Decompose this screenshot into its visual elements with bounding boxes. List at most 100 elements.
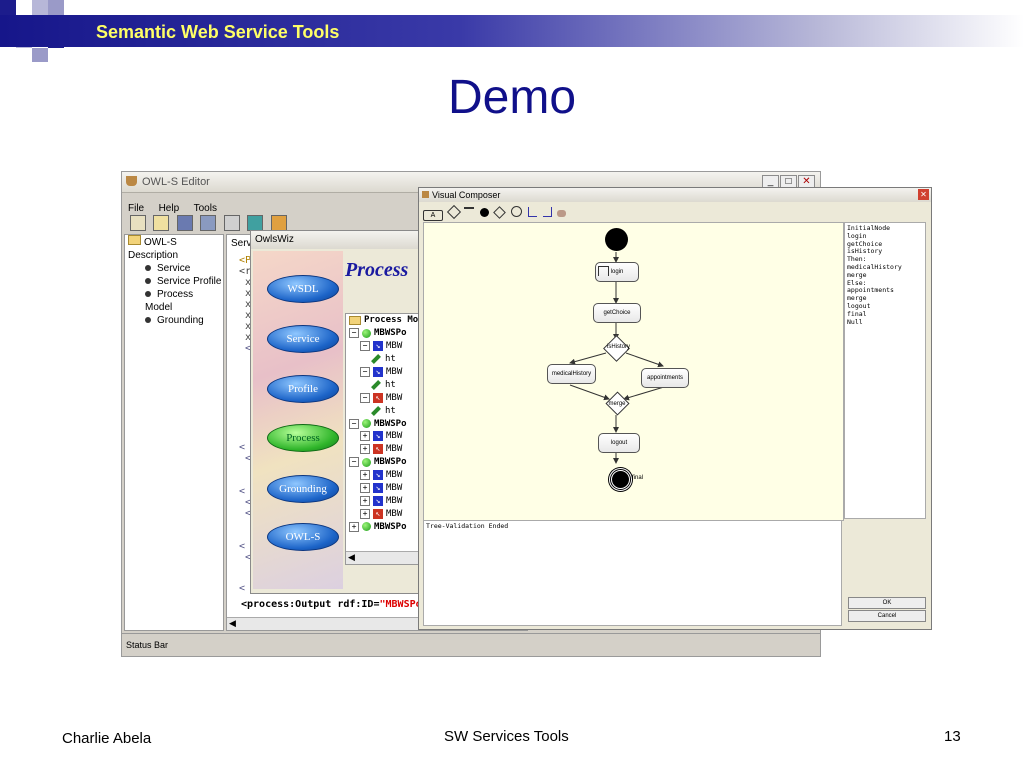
initial-node[interactable] bbox=[605, 228, 628, 251]
list-item[interactable]: Then: bbox=[847, 255, 867, 264]
input-arrow-icon: ↘ bbox=[373, 495, 383, 506]
collapse-icon[interactable]: − bbox=[349, 418, 359, 429]
footer-author: Charlie Abela bbox=[62, 730, 152, 747]
expand-icon[interactable]: − bbox=[360, 392, 370, 403]
save-as-icon[interactable] bbox=[200, 215, 217, 231]
tool-icon[interactable] bbox=[557, 210, 567, 217]
process-tree-row[interactable]: +MBWSPo bbox=[346, 520, 426, 533]
process-tree-row[interactable]: −MBWSPo bbox=[346, 417, 426, 430]
collapse-icon[interactable]: − bbox=[349, 328, 359, 339]
menu-file[interactable]: File bbox=[128, 203, 145, 214]
tree-item-process-model[interactable]: Process Model bbox=[145, 289, 194, 313]
expand-icon[interactable]: + bbox=[360, 431, 370, 442]
process-tree-scrollbar[interactable]: ◀ bbox=[346, 551, 426, 564]
cancel-button[interactable]: Cancel bbox=[848, 610, 926, 622]
step-grounding[interactable]: Grounding bbox=[267, 475, 339, 503]
scroll-left-arrow[interactable]: ◀ bbox=[348, 552, 355, 562]
expand-icon[interactable]: + bbox=[360, 470, 370, 481]
new-icon[interactable] bbox=[130, 215, 146, 231]
list-item[interactable]: login bbox=[847, 231, 867, 240]
list-item[interactable]: getChoice bbox=[847, 239, 883, 248]
tree-root[interactable]: OWL-S Description bbox=[128, 235, 179, 261]
slide-title: Demo bbox=[447, 71, 577, 124]
process-tree-row[interactable]: −↖MBW bbox=[346, 391, 426, 404]
final-node[interactable] bbox=[609, 468, 632, 491]
chart-icon[interactable] bbox=[223, 215, 240, 231]
expand-icon[interactable]: + bbox=[360, 508, 370, 519]
process-tree-row[interactable]: ht bbox=[346, 404, 426, 417]
collapse-icon[interactable]: + bbox=[349, 521, 359, 532]
tab-service[interactable]: Serv bbox=[231, 238, 252, 249]
step-service[interactable]: Service bbox=[267, 325, 339, 353]
label-tool[interactable]: A bbox=[423, 210, 443, 221]
expand-icon[interactable]: + bbox=[360, 483, 370, 494]
list-item[interactable]: medicalHistory bbox=[847, 262, 902, 271]
menu-bar: File Help Tools bbox=[128, 198, 227, 216]
list-item[interactable]: merge bbox=[847, 270, 867, 279]
tree-item-service[interactable]: Service bbox=[125, 262, 223, 275]
node-getchoice[interactable]: getChoice bbox=[593, 303, 641, 323]
node-login[interactable]: login bbox=[595, 262, 639, 282]
input-arrow-icon: ↘ bbox=[373, 470, 383, 481]
list-item[interactable]: merge bbox=[847, 294, 867, 303]
node-appointments[interactable]: appointments bbox=[641, 368, 689, 388]
process-tree-row[interactable]: +↘MBW bbox=[346, 482, 426, 495]
step-process[interactable]: Process bbox=[267, 424, 339, 452]
list-item[interactable]: Null bbox=[847, 317, 863, 326]
process-tree-row[interactable]: −MBWSPo bbox=[346, 456, 426, 469]
list-item[interactable]: InitialNode bbox=[847, 224, 891, 232]
process-tree-row[interactable]: ht bbox=[346, 353, 426, 366]
input-arrow-icon: ↘ bbox=[373, 367, 383, 377]
process-tree-row[interactable]: −MBWSPo bbox=[346, 327, 426, 340]
ok-button[interactable]: OK bbox=[848, 597, 926, 609]
final-node-tool-icon[interactable] bbox=[479, 208, 489, 217]
process-tree-row[interactable]: ht bbox=[346, 378, 426, 391]
tree-item-service-profile[interactable]: Service Profile bbox=[125, 275, 223, 288]
step-profile[interactable]: Profile bbox=[267, 375, 339, 403]
status-bar: Status Bar bbox=[122, 633, 820, 655]
validate-icon[interactable] bbox=[247, 215, 264, 231]
node-list: InitialNode login getChoice isHistory Th… bbox=[844, 222, 926, 519]
process-tree-row[interactable]: +↘MBW bbox=[346, 430, 426, 443]
cancel-tool-icon[interactable] bbox=[510, 206, 522, 217]
expand-icon[interactable]: + bbox=[360, 444, 370, 455]
list-item[interactable]: appointments bbox=[847, 286, 894, 295]
list-item[interactable]: isHistory bbox=[847, 247, 883, 256]
expand-icon[interactable]: − bbox=[360, 341, 370, 352]
fork-tool-icon[interactable] bbox=[464, 207, 475, 217]
list-item[interactable]: logout bbox=[847, 301, 871, 310]
expand-icon[interactable]: − bbox=[360, 367, 370, 377]
step-owls[interactable]: OWL-S bbox=[267, 523, 339, 551]
xml-lines: <Pa <rd x x x x x x < bbox=[239, 255, 258, 354]
decision-tool-icon[interactable] bbox=[446, 204, 461, 220]
process-tree-row[interactable]: +↖MBW bbox=[346, 507, 426, 520]
scroll-left-arrow[interactable]: ◀ bbox=[229, 618, 236, 628]
save-icon[interactable] bbox=[176, 215, 193, 231]
process-tree-row[interactable]: +↘MBW bbox=[346, 469, 426, 482]
process-tree-row[interactable]: +↘MBW bbox=[346, 494, 426, 507]
process-tree-row[interactable]: −↘MBW bbox=[346, 366, 426, 379]
process-node-icon bbox=[362, 522, 371, 532]
list-item[interactable]: Else: bbox=[847, 278, 867, 287]
process-tree-row-label: MBW bbox=[386, 508, 403, 519]
close-button[interactable]: ✕ bbox=[918, 189, 929, 200]
step-wsdl[interactable]: WSDL bbox=[267, 275, 339, 303]
node-logout[interactable]: logout bbox=[598, 433, 640, 453]
menu-tools[interactable]: Tools bbox=[193, 203, 217, 214]
tree-item-grounding[interactable]: Grounding bbox=[125, 314, 223, 327]
split-tool-icon[interactable] bbox=[528, 207, 538, 217]
owlswiz-window: OwlsWiz WSDL Service Profile Process Gro… bbox=[250, 230, 427, 594]
menu-help[interactable]: Help bbox=[158, 203, 180, 214]
process-tree-row[interactable]: −↘MBW bbox=[346, 340, 426, 353]
collapse-icon[interactable]: − bbox=[349, 457, 359, 468]
input-arrow-icon: ↘ bbox=[373, 483, 383, 494]
list-item[interactable]: final bbox=[847, 309, 867, 318]
pencil-icon bbox=[371, 405, 381, 416]
open-icon[interactable] bbox=[153, 215, 170, 231]
expand-icon[interactable]: + bbox=[360, 495, 370, 506]
join-tool-icon[interactable] bbox=[542, 207, 552, 217]
process-tree-row[interactable]: +↖MBW bbox=[346, 443, 426, 456]
node-medicalhistory[interactable]: medicalHistory bbox=[547, 364, 596, 384]
wizard-icon[interactable] bbox=[270, 215, 287, 231]
merge-tool-icon[interactable] bbox=[493, 206, 506, 219]
